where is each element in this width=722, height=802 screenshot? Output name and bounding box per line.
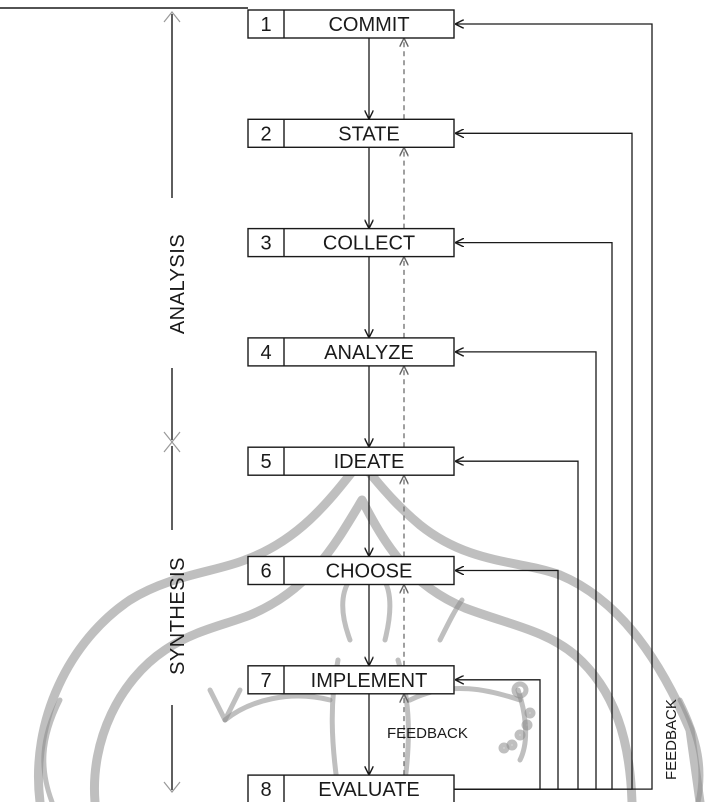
step-number: 6 [260,561,271,583]
step-box-choose: 6 CHOOSE [248,557,454,585]
analysis-phase-label: ANALYSIS [167,234,189,334]
step-box-collect: 3 COLLECT [248,229,454,257]
step-box-commit: 1 COMMIT [248,10,454,38]
phase-brackets: ANALYSIS SYNTHESIS [0,8,248,792]
step-number: 3 [260,233,271,255]
step-label: IMPLEMENT [311,670,428,692]
outer-feedback-label: FEEDBACK [663,699,680,780]
step-number: 4 [260,342,271,364]
step-label: EVALUATE [318,779,420,801]
step-label: COLLECT [323,233,415,255]
watermark-emblem [38,462,701,802]
step-boxes: 1 COMMIT 2 STATE 3 COLLECT 4 ANALYZE 5 IDEATE 6 CHO… [248,10,454,802]
step-box-state: 2 STATE [248,119,454,147]
step-label: ANALYZE [324,342,414,364]
step-label: STATE [338,123,399,145]
step-number: 1 [260,14,271,36]
feedback-loop-to-commit [454,24,652,789]
inner-feedback-label: FEEDBACK [387,725,468,742]
step-number: 7 [260,670,271,692]
step-label: IDEATE [334,451,405,473]
step-box-implement: 7 IMPLEMENT [248,666,454,694]
step-number: 5 [260,451,271,473]
step-number: 2 [260,123,271,145]
synthesis-phase-label: SYNTHESIS [167,557,189,675]
step-box-evaluate: 8 EVALUATE [248,775,454,802]
step-label: CHOOSE [326,561,413,583]
step-box-analyze: 4 ANALYZE [248,338,454,366]
feedback-loop-to-collect [454,243,612,790]
step-box-ideate: 5 IDEATE [248,447,454,475]
step-label: COMMIT [328,14,409,36]
step-number: 8 [260,779,271,801]
